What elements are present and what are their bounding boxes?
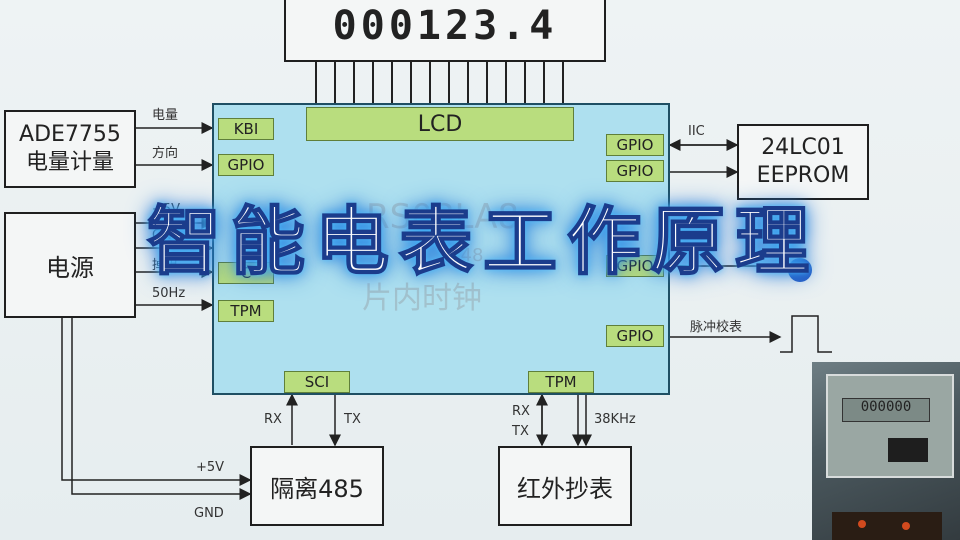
kbi-pin: KBI [218, 118, 274, 140]
direction-label: 方向 [152, 146, 179, 161]
rx-ir-label: RX [512, 404, 530, 419]
mcu-name: RS08LA8 [366, 197, 520, 237]
sci-pin: SCI [284, 371, 350, 393]
tpm-bottom-pin: TPM [528, 371, 594, 393]
energy-label: 电量 [152, 108, 179, 123]
meter-terminal [888, 438, 928, 462]
mcu-chip: RS08LA8 -48 片内时钟 [212, 103, 670, 395]
tx-ir-label: TX [512, 424, 529, 439]
pulse-label: 脉冲校表 [690, 320, 743, 335]
gpio-right-3-pin: GPIO [606, 255, 664, 277]
gnd-top-label: GN [152, 228, 172, 243]
iic-label: IIC [688, 124, 705, 139]
power-drop-label: 掉电 [152, 258, 179, 273]
gpio-right-4-pin: GPIO [606, 325, 664, 347]
clock-label: 片内时钟 [362, 281, 482, 316]
lcd-pin: LCD [306, 107, 574, 141]
gpio-left-pin: GPIO [218, 154, 274, 176]
meter-led [858, 520, 866, 528]
rx-485-label: RX [264, 412, 282, 427]
meter-base [832, 512, 942, 540]
tx-485-label: TX [344, 412, 361, 427]
iso485-block: 隔离485 [250, 446, 384, 526]
power-block: 电源 [4, 212, 136, 318]
meter-photo: 000000 [812, 362, 960, 540]
lcd-readout: 000123.4 [284, 0, 606, 62]
page-title: 智能电表工作原理 [146, 198, 819, 286]
gpio-right-1-pin: GPIO [606, 134, 664, 156]
gnd-bottom-label: GND [194, 506, 224, 521]
meter-led [902, 522, 910, 530]
gpio-right-2-pin: GPIO [606, 160, 664, 182]
p5v-bottom-label: +5V [196, 460, 225, 475]
tpm-left-pin: TPM [218, 300, 274, 322]
khz38-label: 38KHz [594, 412, 636, 427]
ir-reader-block: 红外抄表 [498, 446, 632, 526]
meter-display: 000000 [842, 398, 930, 422]
left-partial-pin: C [218, 262, 274, 284]
mcu-sub: -48 [454, 245, 484, 266]
meter-face: 000000 [826, 374, 954, 478]
hz50-label: 50Hz [152, 286, 186, 301]
p5v-top-label: +5V [152, 202, 181, 217]
